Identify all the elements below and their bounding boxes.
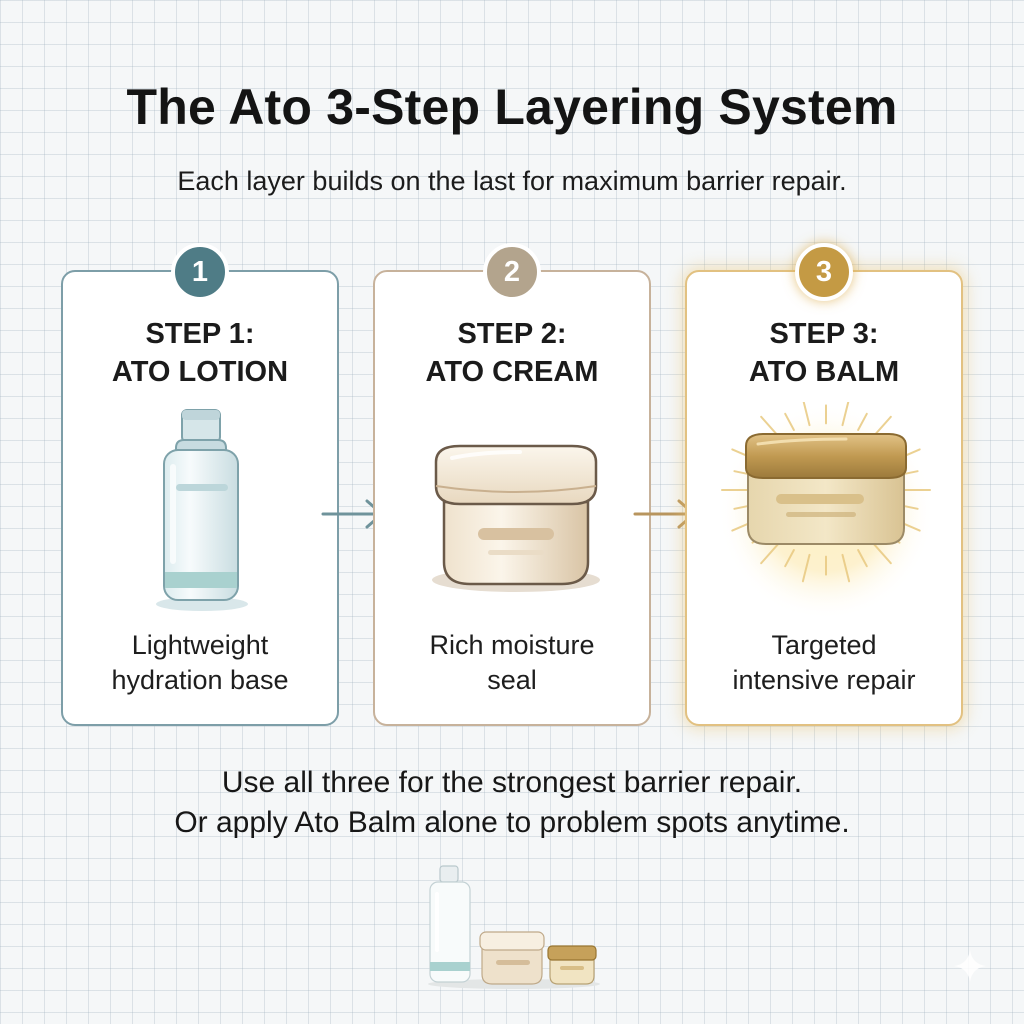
footer-text-line-2: Or apply Ato Balm alone to problem spots… bbox=[174, 806, 850, 839]
step-number-badge: 3 bbox=[795, 243, 853, 301]
product-name: ATO LOTION bbox=[111, 356, 289, 388]
product-lineup-illustration bbox=[428, 865, 600, 989]
step-label: STEP 3: bbox=[769, 318, 879, 350]
cream-jar-icon bbox=[432, 444, 600, 592]
step-label: STEP 2: bbox=[457, 318, 567, 350]
step-description: Targeted intensive repair bbox=[687, 628, 961, 698]
step-number-badge: 1 bbox=[171, 243, 229, 301]
step-card-cream: 2 STEP 2: ATO CREAM Rich moisture seal bbox=[373, 243, 651, 726]
lotion-bottle-icon bbox=[156, 409, 248, 611]
product-name: ATO BALM bbox=[748, 356, 900, 388]
lotion-bottle-small-icon bbox=[429, 865, 471, 983]
description-line-1: Rich moisture bbox=[429, 630, 595, 660]
step-number-badge: 2 bbox=[483, 243, 541, 301]
step-description: Rich moisture seal bbox=[375, 628, 649, 698]
step-label: STEP 1: bbox=[145, 318, 255, 350]
description-line-2: seal bbox=[487, 665, 537, 695]
footer-text-line-1: Use all three for the strongest barrier … bbox=[221, 766, 803, 799]
step-card-lotion: 1 STEP 1: ATO LOTION Lightweight hydrati… bbox=[61, 243, 339, 726]
description-line-1: Lightweight bbox=[131, 630, 269, 660]
description-line-2: intensive repair bbox=[732, 665, 916, 695]
page-subtitle: Each layer builds on the last for maximu… bbox=[177, 166, 847, 196]
product-name: ATO CREAM bbox=[425, 356, 599, 388]
description-line-1: Targeted bbox=[771, 630, 877, 660]
cream-jar-small-icon bbox=[479, 931, 545, 985]
step-card-balm: 3 STEP 3: ATO BALM bbox=[685, 243, 963, 726]
description-line-2: hydration base bbox=[111, 665, 289, 695]
balm-jar-small-icon bbox=[547, 945, 597, 985]
sparkle-icon bbox=[954, 950, 986, 982]
page-title: The Ato 3-Step Layering System bbox=[126, 79, 898, 135]
step-description: Lightweight hydration base bbox=[63, 628, 337, 698]
balm-jar-icon bbox=[718, 402, 934, 620]
